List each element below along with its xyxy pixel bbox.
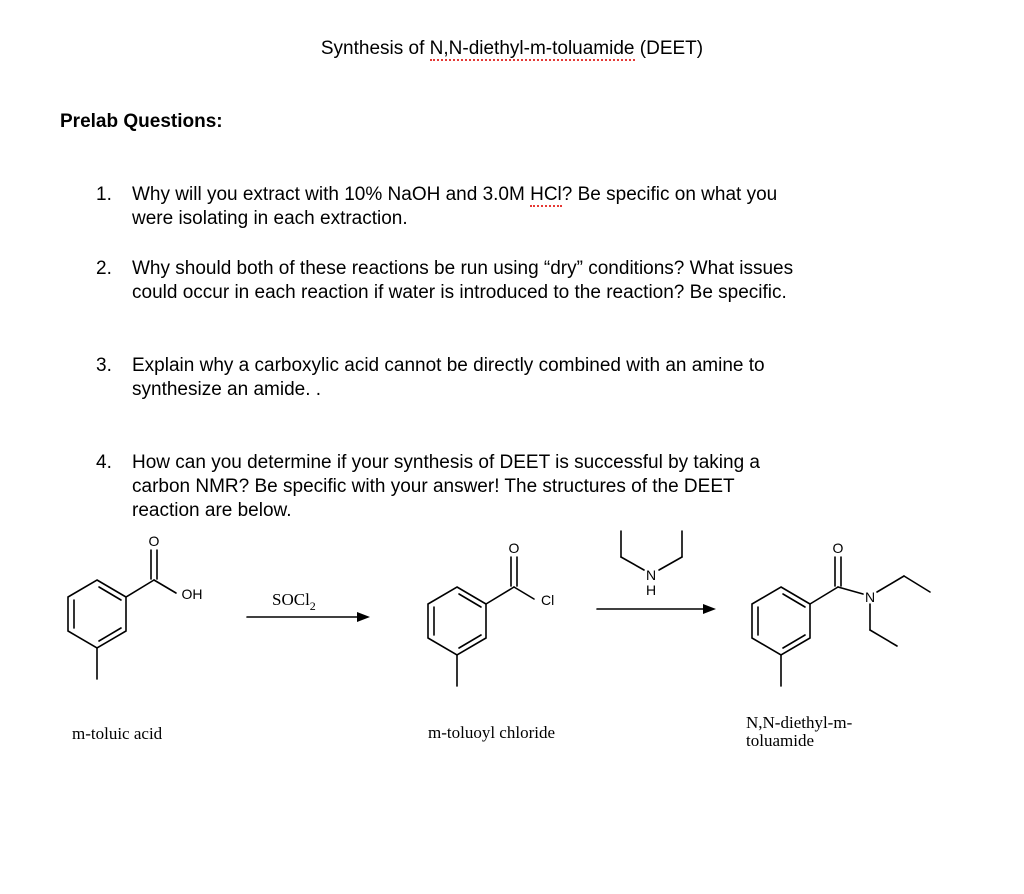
carbonyl-carbon-bond <box>485 586 515 605</box>
caption-m-toluoyl-chloride: m-toluoyl chloride <box>428 723 556 742</box>
question-text: ? Be specific on what you <box>561 184 778 205</box>
question-number: 4. <box>96 452 112 473</box>
reaction-arrow-1 <box>246 612 370 622</box>
double-bond <box>782 593 806 608</box>
caption-deet: N,N-diethyl-m- toluamide <box>746 714 852 750</box>
question-number: 1. <box>96 184 112 205</box>
oxygen-label: O <box>149 533 160 549</box>
ethyl-bond <box>876 575 905 593</box>
ethyl-bond <box>903 575 931 593</box>
benzene-ring <box>427 586 487 656</box>
amide-bond <box>837 586 864 595</box>
question-line: Why will you extract with 10% NaOH and 3… <box>132 183 932 207</box>
oxygen-label: O <box>833 540 844 556</box>
benzene-ring <box>751 586 811 656</box>
question-text: Why will you extract with 10% NaOH and 3… <box>132 184 531 205</box>
question-line: were isolating in each extraction. <box>132 208 408 229</box>
caption-deet-line: toluamide <box>746 731 814 750</box>
carbonyl-carbon-bond <box>809 586 839 605</box>
reagent-thionyl-chloride: SOCl2 <box>272 590 316 613</box>
question-text-underlined: HCl <box>530 184 562 207</box>
question-line: synthesize an amide. . <box>132 379 322 400</box>
double-bond <box>98 586 122 601</box>
hydroxyl-bond <box>153 579 177 594</box>
question-line: How can you determine if your synthesis … <box>132 452 760 473</box>
chlorine-label: Cl <box>541 592 554 608</box>
carbonyl-carbon-bond <box>125 579 155 598</box>
question-line: could occur in each reaction if water is… <box>132 282 787 303</box>
question-number: 3. <box>96 355 112 376</box>
double-bond <box>458 593 482 608</box>
structure-diethylamine <box>620 530 683 571</box>
title-compound: N,N-diethyl-m-toluamide <box>429 38 635 61</box>
caption-m-toluic-acid: m-toluic acid <box>72 724 163 743</box>
title-suffix: (DEET) <box>634 38 704 59</box>
acyl-chloride-bond <box>513 586 535 600</box>
title-compound-text: N,N-diethyl-m-toluamide <box>429 38 635 59</box>
question-line: Why should both of these reactions be ru… <box>132 258 794 279</box>
hydrogen-label: H <box>646 582 656 598</box>
nitrogen-label: N <box>865 589 875 605</box>
hydroxyl-label: OH <box>182 586 203 602</box>
structure-m-toluic-acid <box>67 549 177 680</box>
section-heading: Prelab Questions: <box>60 111 223 132</box>
structure-deet <box>751 556 931 687</box>
double-bond <box>98 627 122 642</box>
question-line: reaction are below. <box>132 500 292 521</box>
reaction-arrow-2 <box>596 604 716 614</box>
caption-deet-line: N,N-diethyl-m- <box>746 713 853 732</box>
double-bond <box>458 634 482 649</box>
question-line: Explain why a carboxylic acid cannot be … <box>132 355 765 376</box>
page-title: Synthesis of N,N-diethyl-m-toluamide (DE… <box>0 38 1024 61</box>
question-line: carbon NMR? Be specific with your answer… <box>132 476 735 497</box>
oxygen-label: O <box>509 540 520 556</box>
title-prefix: Synthesis of <box>320 38 430 59</box>
structure-m-toluoyl-chloride <box>427 556 535 687</box>
double-bond <box>782 634 806 649</box>
benzene-ring <box>67 579 127 649</box>
question-number: 2. <box>96 258 112 279</box>
ethyl-bond <box>869 629 898 647</box>
nitrogen-label: N <box>646 567 656 583</box>
